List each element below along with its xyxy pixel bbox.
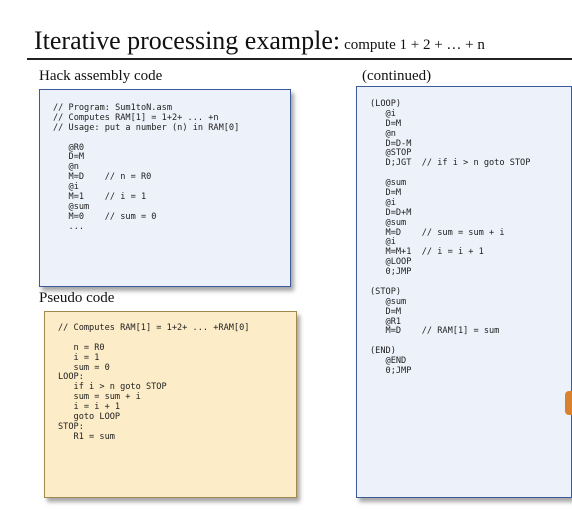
code-line: @R1: [370, 316, 402, 327]
code-line: 0;JMP: [370, 366, 412, 377]
code-line: (END): [370, 346, 396, 357]
code-line: @R0: [53, 142, 85, 153]
code-line: 0;JMP: [370, 267, 412, 278]
code-line: (STOP): [370, 286, 402, 297]
code-line: STOP:: [58, 421, 84, 432]
slide-title-main: Iterative processing example:: [34, 26, 341, 55]
code-line: if i > n goto STOP: [58, 382, 167, 393]
continued-code-box: (LOOP) @i D=M @n D=D-M @STOP D;JGT // if…: [356, 86, 572, 498]
code-line: D;JGT // if i > n goto STOP: [370, 158, 531, 169]
code-line: M=D // sum = sum + i: [370, 227, 505, 238]
code-line: [370, 337, 571, 347]
code-line: @sum: [370, 217, 407, 228]
code-line: D=M: [370, 188, 402, 199]
code-line: M=0 // sum = 0: [53, 211, 157, 222]
code-line: sum = 0: [58, 362, 110, 373]
code-line: D=M: [53, 152, 85, 163]
code-line: D=M: [370, 306, 402, 317]
code-line: M=M+1 // i = i + 1: [370, 247, 484, 258]
continued-label: (continued): [362, 68, 432, 84]
code-line: @END: [370, 356, 407, 367]
code-line: M=D // n = R0: [53, 172, 152, 183]
code-line: @LOOP: [370, 257, 412, 268]
code-line: // Computes RAM[1] = 1+2+ ... +n: [53, 112, 219, 123]
code-line: n = R0: [58, 342, 105, 353]
code-line: D=D-M: [370, 138, 412, 149]
code-line: @sum: [53, 201, 90, 212]
code-line: M=1 // i = 1: [53, 192, 147, 203]
title-divider: [27, 58, 572, 60]
hack-assembly-label: Hack assembly code: [39, 68, 163, 84]
pseudo-code-box: // Computes RAM[1] = 1+2+ ... +RAM[0] n …: [44, 311, 297, 498]
orange-edge-marker: [565, 391, 572, 415]
continued-code: (LOOP) @i D=M @n D=D-M @STOP D;JGT // if…: [357, 87, 571, 377]
code-line: @i: [370, 197, 396, 208]
code-line: i = 1: [58, 352, 100, 363]
code-line: @sum: [370, 178, 407, 189]
code-line: sum = sum + i: [58, 392, 141, 403]
code-line: M=D // RAM[1] = sum: [370, 326, 500, 337]
code-line: @sum: [370, 296, 407, 307]
slide-title-sub: compute 1 + 2 + … + n: [344, 37, 485, 53]
code-line: D=M: [370, 118, 402, 129]
code-line: (LOOP): [370, 99, 402, 109]
code-line: @STOP: [370, 148, 412, 159]
code-line: ...: [53, 221, 85, 232]
code-line: goto LOOP: [58, 412, 121, 423]
code-line: @n: [370, 128, 396, 139]
code-line: // Computes RAM[1] = 1+2+ ... +RAM[0]: [58, 323, 250, 333]
code-line: LOOP:: [58, 372, 84, 383]
code-line: // Usage: put a number (n) in RAM[0]: [53, 122, 240, 133]
code-line: @i: [370, 108, 396, 119]
code-line: // Program: Sum1toN.asm: [53, 103, 172, 113]
code-line: i = i + 1: [58, 402, 121, 413]
hack-assembly-code: // Program: Sum1toN.asm// Computes RAM[1…: [40, 90, 290, 233]
slide-title: Iterative processing example: compute 1 …: [34, 26, 485, 56]
pseudo-code-label: Pseudo code: [39, 290, 115, 306]
code-line: @i: [370, 237, 396, 248]
code-line: @i: [53, 182, 79, 193]
code-line: @n: [53, 162, 79, 173]
code-line: [53, 134, 290, 144]
code-line: D=D+M: [370, 207, 412, 218]
hack-assembly-box: // Program: Sum1toN.asm// Computes RAM[1…: [39, 89, 291, 287]
code-line: R1 = sum: [58, 431, 115, 442]
pseudo-code-code: // Computes RAM[1] = 1+2+ ... +RAM[0] n …: [45, 312, 296, 443]
